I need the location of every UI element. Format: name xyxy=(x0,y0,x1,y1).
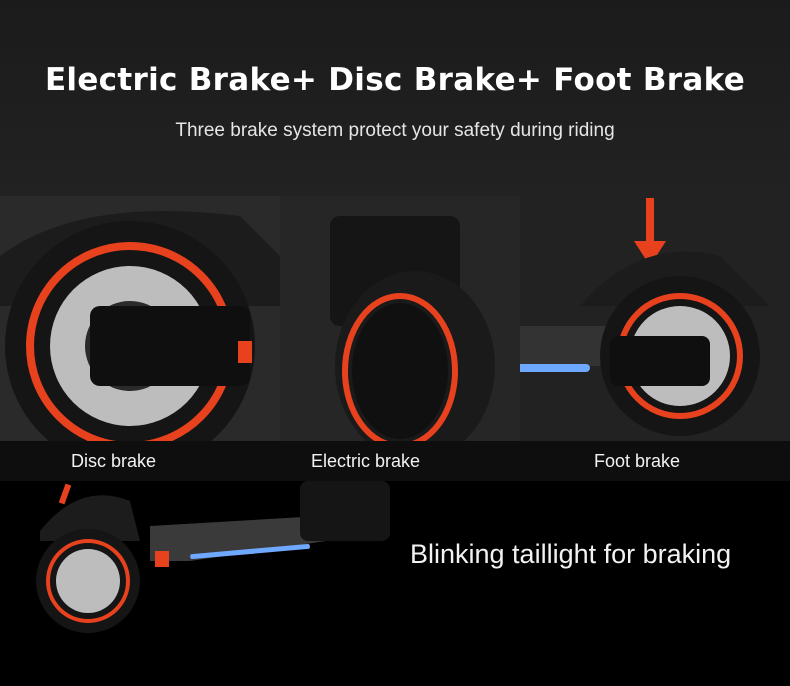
label-disc-brake: Disc brake xyxy=(71,451,157,471)
page-subtitle: Three brake system protect your safety d… xyxy=(175,120,615,141)
page-title: Electric Brake+ Disc Brake+ Foot Brake xyxy=(44,62,746,98)
scooter-image xyxy=(36,481,390,633)
label-foot-brake: Foot brake xyxy=(594,451,681,471)
disc-brake-image xyxy=(0,196,300,441)
label-electric-brake: Electric brake xyxy=(311,451,421,471)
foot-brake-image xyxy=(520,196,790,441)
electric-brake-image xyxy=(280,196,540,441)
taillight-section: Blinking taillight for braking xyxy=(0,481,790,686)
taillight-caption: Blinking taillight for braking xyxy=(410,539,732,569)
brake-labels-bar: Disc brake Electric brake Foot brake xyxy=(0,441,790,481)
header-section: Electric Brake+ Disc Brake+ Foot Brake T… xyxy=(0,0,790,200)
